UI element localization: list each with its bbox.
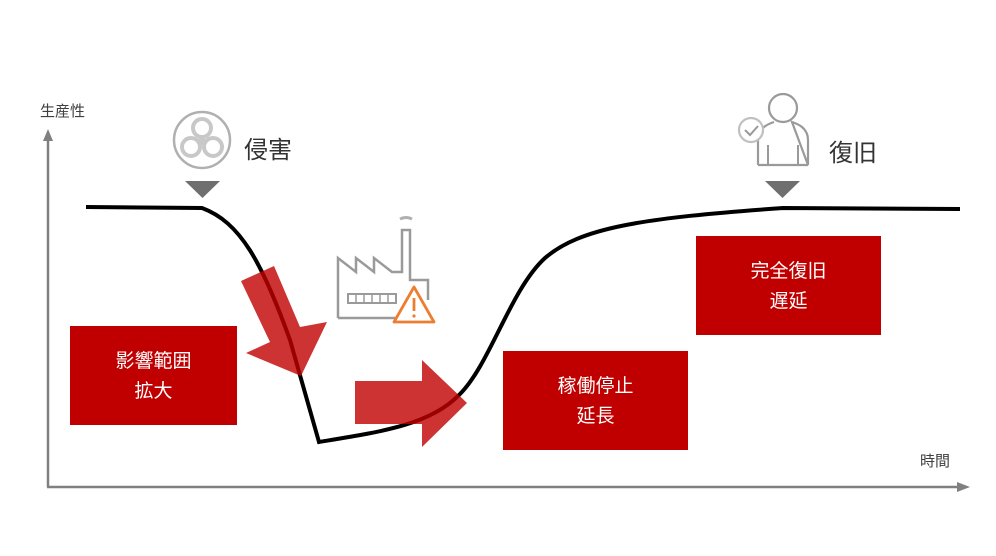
recovery-label: 復旧 xyxy=(829,139,877,167)
full-recovery-delay-box: 完全復旧 遅延 xyxy=(696,236,881,335)
delay-right-arrow xyxy=(355,360,467,447)
box-line: 完全復旧 xyxy=(750,259,827,282)
impact-expansion-box: 影響範囲 拡大 xyxy=(70,326,237,425)
box-line: 延長 xyxy=(576,404,615,427)
intrusion-marker-triangle xyxy=(185,181,220,198)
axes xyxy=(43,129,970,492)
biohazard-icon xyxy=(172,110,232,170)
impact-down-arrow xyxy=(241,266,327,376)
intrusion-label: 侵害 xyxy=(244,136,292,164)
box-line: 稼働停止 xyxy=(557,374,634,397)
box-line: 影響範囲 xyxy=(115,349,192,372)
x-axis-label: 時間 xyxy=(920,452,951,470)
factory-warning-icon xyxy=(336,216,436,324)
x-axis-arrowhead xyxy=(957,482,970,492)
box-line: 拡大 xyxy=(134,379,173,402)
box-line: 遅延 xyxy=(769,289,808,312)
y-axis-label: 生産性 xyxy=(40,102,86,120)
downtime-extension-box: 稼働停止 延長 xyxy=(503,351,688,450)
user-check-icon xyxy=(737,92,810,167)
y-axis-arrowhead xyxy=(43,129,53,141)
recovery-marker-triangle xyxy=(765,181,800,198)
